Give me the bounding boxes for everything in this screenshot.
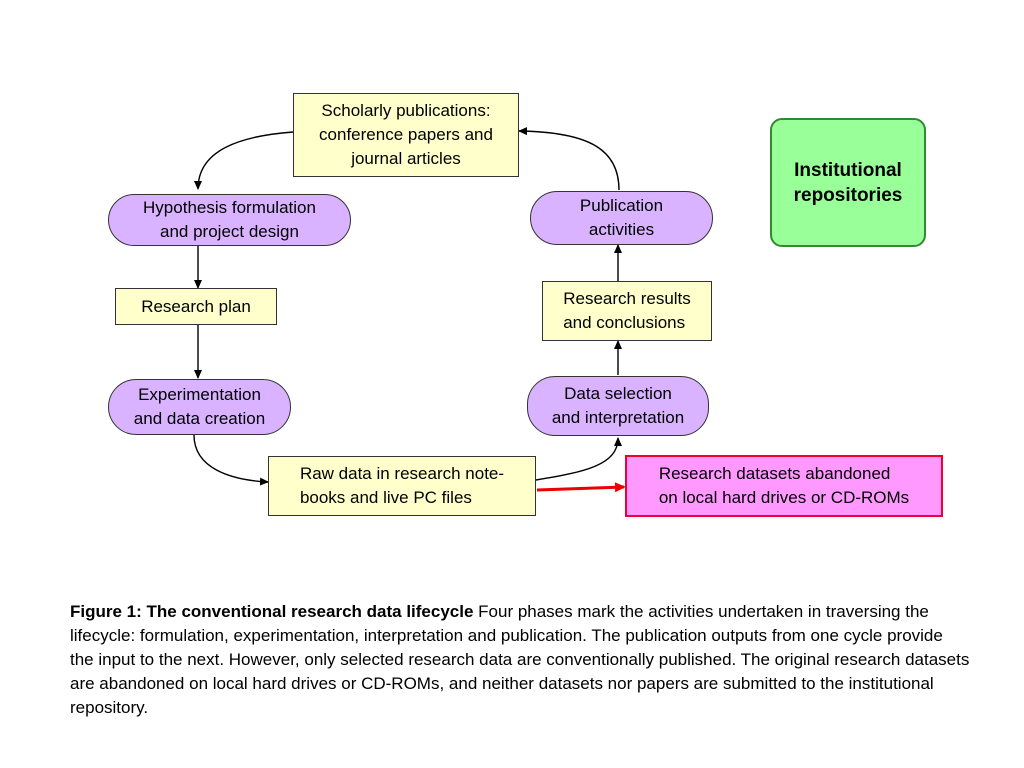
- research-plan-box: Research plan: [115, 288, 277, 325]
- publication-activities-box: Publication activities: [530, 191, 713, 245]
- scholarly-publications-box: Scholarly publications: conference paper…: [293, 93, 519, 177]
- raw-data-label: Raw data in research note- books and liv…: [299, 464, 505, 507]
- publication-activities-label: Publication activities: [579, 196, 664, 239]
- research-results-label: Research results and conclusions: [563, 289, 691, 332]
- caption-body: Four phases mark the activities undertak…: [70, 602, 970, 717]
- data-selection-box: Data selection and interpretation: [527, 376, 709, 436]
- hypothesis-formulation-box: Hypothesis formulation and project desig…: [108, 194, 351, 246]
- experimentation-box: Experimentation and data creation: [108, 379, 291, 435]
- scholarly-publications-label: Scholarly publications: conference paper…: [319, 101, 493, 168]
- experimentation-label: Experimentation and data creation: [133, 385, 266, 428]
- arrow-publication-to-scholarly: [518, 127, 620, 191]
- data-selection-label: Data selection and interpretation: [551, 384, 685, 427]
- caption-title: Figure 1: The conventional research data…: [70, 602, 474, 621]
- research-results-box: Research results and conclusions: [542, 281, 712, 341]
- abandoned-datasets-label: Research datasets abandoned on local har…: [658, 464, 910, 507]
- institutional-repositories-label: Institutional repositories: [793, 159, 903, 206]
- abandoned-datasets-box: Research datasets abandoned on local har…: [625, 455, 943, 517]
- arrow-rawdata-to-abandoned: [536, 482, 626, 493]
- raw-data-box: Raw data in research note- books and liv…: [268, 456, 536, 516]
- figure-caption: Figure 1: The conventional research data…: [70, 600, 970, 720]
- arrow-experimentation-to-rawdata: [193, 434, 269, 486]
- institutional-repositories-box: Institutional repositories: [770, 118, 926, 247]
- hypothesis-formulation-label: Hypothesis formulation and project desig…: [143, 198, 316, 241]
- research-plan-label: Research plan: [141, 296, 251, 316]
- arrow-publications-to-hypothesis: [194, 131, 294, 190]
- arrow-rawdata-to-selection: [535, 437, 622, 481]
